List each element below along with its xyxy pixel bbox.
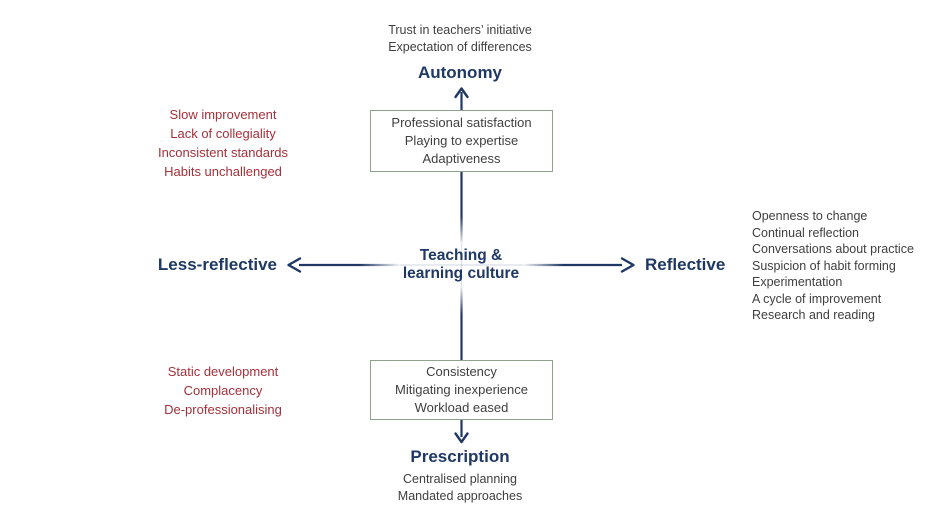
autonomy-annotations: Trust in teachers’ initiative Expectatio… [310, 22, 610, 56]
autonomy-outcomes-box: Professional satisfaction Playing to exp… [370, 110, 553, 172]
box-line: Workload eased [414, 400, 509, 415]
box-line: Playing to expertise [404, 133, 519, 148]
box-line: Professional satisfaction [391, 115, 532, 130]
negatives-upper-left: Slow improvement Lack of collegiality In… [110, 105, 336, 181]
center-label-line: Teaching & [419, 247, 503, 264]
list-item: Continual reflection [752, 225, 860, 240]
list-item: Research and reading [752, 308, 875, 322]
center-label-line: learning culture [402, 265, 520, 282]
prescription-arrow [454, 420, 469, 444]
prescription-outcomes-box: Consistency Mitigating inexperience Work… [370, 360, 553, 420]
annotation-line: Trust in teachers’ initiative [388, 23, 532, 37]
axis-label-reflective: Reflective [645, 255, 726, 274]
list-item: Conversations about practice [752, 242, 914, 256]
negative-item: Slow improvement [169, 107, 277, 122]
less-reflective-arrow [287, 257, 400, 273]
list-item: Experimentation [752, 275, 843, 289]
negative-item: Lack of collegiality [170, 126, 276, 141]
annotation-line: Expectation of differences [388, 40, 532, 54]
box-line: Mitigating inexperience [395, 382, 528, 397]
negative-item: De-professionalising [164, 402, 282, 417]
annotation-line: Centralised planning [403, 472, 517, 486]
reflective-characteristics-list: Openness to change Continual reflection … [752, 208, 914, 324]
negative-item: Static development [167, 364, 279, 379]
autonomy-arrow [454, 87, 469, 110]
list-item: A cycle of improvement [752, 291, 882, 306]
negatives-lower-left: Static development Complacency De-profes… [110, 362, 336, 419]
box-line: Adaptiveness [422, 151, 501, 166]
prescription-annotations: Centralised planning Mandated approaches [310, 471, 610, 505]
negative-item: Inconsistent standards [157, 145, 289, 160]
axis-label-less-reflective: Less-reflective [157, 255, 277, 274]
negative-item: Complacency [183, 383, 263, 398]
negative-item: Habits unchallenged [164, 164, 282, 179]
list-item: Openness to change [752, 209, 868, 223]
reflective-arrow [523, 257, 635, 273]
box-line: Consistency [426, 364, 497, 379]
axis-label-prescription: Prescription [410, 447, 510, 466]
axis-label-autonomy: Autonomy [417, 63, 503, 82]
center-label: Teaching & learning culture [385, 247, 537, 283]
annotation-line: Mandated approaches [397, 489, 523, 503]
list-item: Suspicion of habit forming [752, 258, 896, 273]
